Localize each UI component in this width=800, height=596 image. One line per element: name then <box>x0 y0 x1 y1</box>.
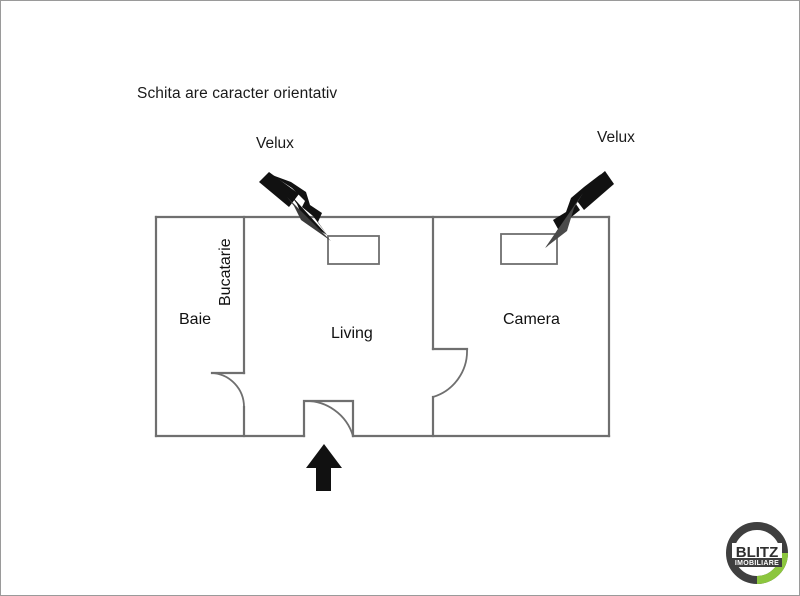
door-arc-camera <box>431 348 468 399</box>
logo-secondary-text: IMOBILIARE <box>735 560 779 567</box>
outer-walls <box>154 215 611 438</box>
room-label-living: Living <box>331 325 373 342</box>
sketch-disclaimer: Schita are caracter orientativ <box>137 85 338 102</box>
interior-wall-camera <box>431 215 469 438</box>
velux-label-left: Velux <box>256 135 294 152</box>
door-arc-entrance <box>303 400 355 438</box>
room-label-baie: Baie <box>179 311 212 328</box>
velux-label-right: Velux <box>597 129 635 146</box>
room-label-bucatarie: Bucatarie <box>217 238 234 306</box>
room-label-camera: Camera <box>503 311 560 328</box>
windows <box>327 233 558 265</box>
logo-band <box>732 558 782 567</box>
arrow-velux-right <box>545 171 614 248</box>
logo-accent-arc <box>756 552 788 584</box>
logo-primary-text: BLITZ <box>736 544 779 561</box>
blitz-imobiliare-logo: BLITZ IMOBILIARE <box>723 519 791 587</box>
callout-arrows <box>259 171 614 491</box>
arrow-entrance <box>306 444 342 491</box>
door-swings <box>211 348 468 438</box>
arrow-velux-left <box>259 172 331 241</box>
door-arc-baie <box>211 372 245 408</box>
window-living <box>327 235 380 265</box>
window-camera <box>500 233 558 265</box>
